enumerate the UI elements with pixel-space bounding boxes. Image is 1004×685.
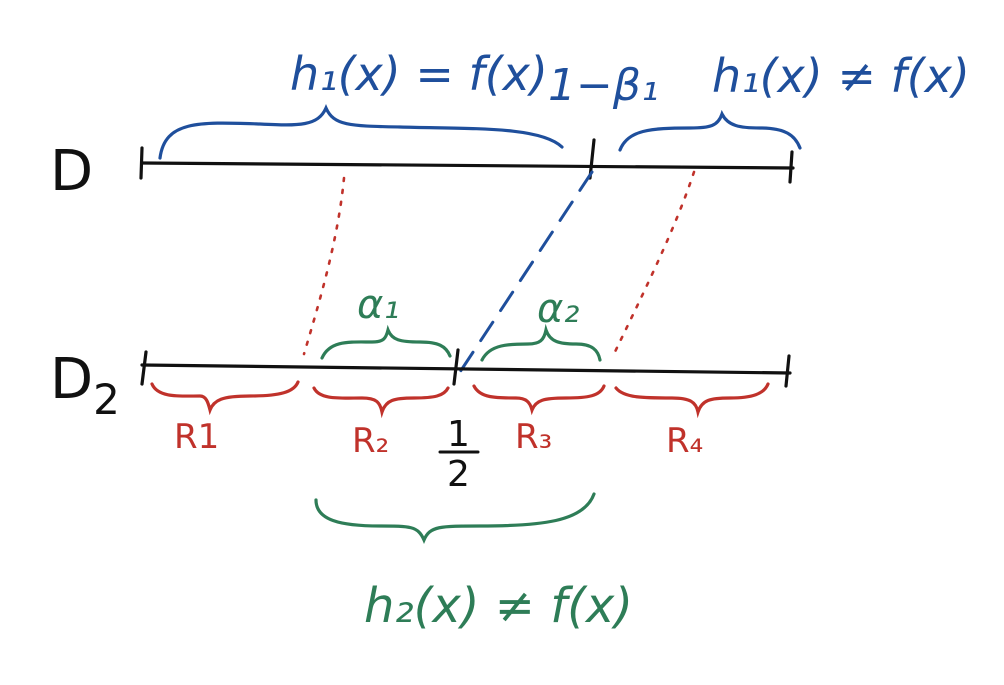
region-r2-brace: [312, 386, 450, 419]
line-d-right-tick: [788, 150, 794, 184]
line-d2-label: D2: [50, 347, 120, 424]
h1-equal-label: h₁(x) = f(x): [290, 47, 548, 101]
line-d2: [140, 348, 792, 388]
line-d-axis: [140, 161, 795, 170]
region-r4-label: R₄: [666, 421, 703, 461]
beta-mapping-line: [454, 170, 594, 380]
right-dotted-mapping: [610, 170, 696, 360]
alpha1-label: α₁: [357, 282, 399, 328]
h1-equal-brace: [158, 104, 564, 160]
region-r2-label: R₂: [352, 421, 389, 461]
half-denominator: 2: [447, 454, 470, 495]
region-r3-label: R₃: [515, 417, 552, 457]
h2-not-equal-brace: [314, 492, 596, 545]
line-d2-left-tick: [140, 350, 148, 386]
line-d: [139, 138, 795, 184]
region-r3-brace: [472, 384, 606, 416]
line-d-left-tick: [139, 146, 144, 180]
region-r1-brace: [150, 380, 300, 416]
alpha2-brace: [480, 323, 602, 362]
region-r4-brace: [614, 382, 770, 419]
line-d2-half-tick: [452, 348, 460, 386]
one-minus-beta-label: 1−β₁: [548, 60, 659, 111]
h1-not-equal-brace: [618, 109, 802, 152]
line-d-label: D: [50, 139, 93, 204]
line-d2-axis: [140, 363, 792, 375]
left-dotted-mapping: [302, 176, 346, 356]
half-numerator: 1: [447, 414, 470, 455]
h2-not-equal-label: h₂(x) ≠ f(x): [364, 578, 633, 634]
h1-not-equal-label: h₁(x) ≠ f(x): [712, 49, 970, 103]
line-d2-right-tick: [784, 354, 791, 388]
alpha2-label: α₂: [537, 286, 579, 332]
region-r1-label: R1: [174, 417, 219, 457]
alpha1-brace: [320, 324, 452, 360]
